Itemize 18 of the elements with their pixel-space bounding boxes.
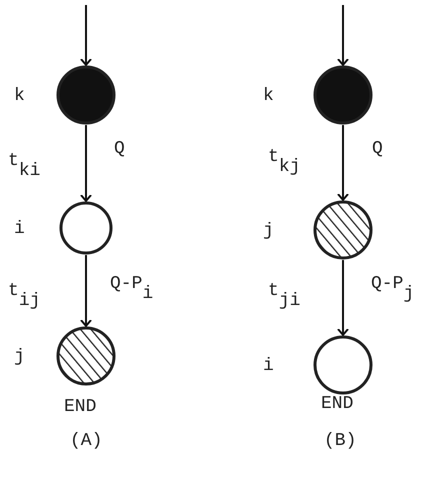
node-name: k <box>263 87 274 105</box>
flow-label: (A) <box>70 432 102 450</box>
flow-label: Q <box>114 140 125 158</box>
arrow <box>80 5 92 66</box>
arrow <box>337 260 349 336</box>
node-name: j <box>14 348 25 366</box>
node-name: j <box>263 222 274 240</box>
arrow <box>337 125 349 201</box>
end-label: END <box>321 395 354 413</box>
arrow <box>80 255 92 327</box>
node-name: i <box>263 357 274 375</box>
flow-label: (B) <box>324 432 356 450</box>
arrow <box>337 5 349 66</box>
arrow <box>80 125 92 202</box>
node-name: k <box>14 87 25 105</box>
flow-label: Q <box>372 140 383 158</box>
end-label: END <box>64 398 96 416</box>
node-name: i <box>14 220 25 238</box>
